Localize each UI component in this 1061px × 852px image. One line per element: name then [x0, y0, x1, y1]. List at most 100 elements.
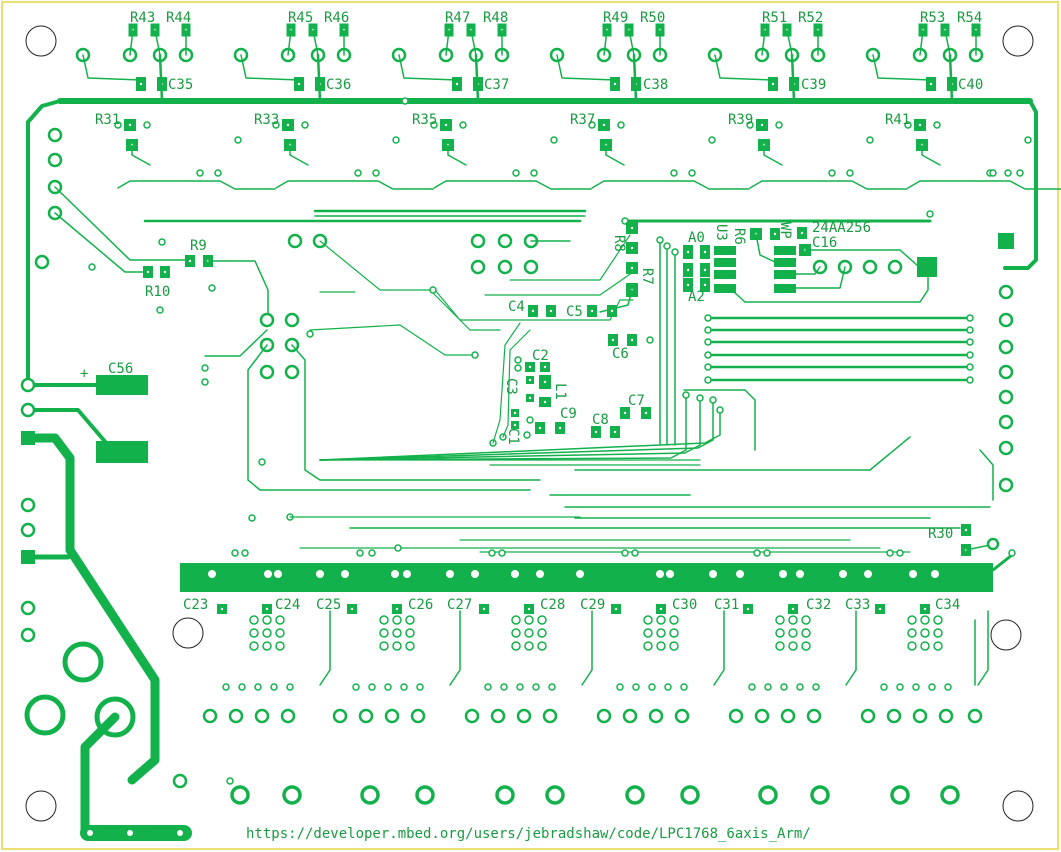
- via: [716, 406, 724, 414]
- trace: [632, 53, 638, 103]
- via: [780, 683, 788, 691]
- via: [214, 169, 222, 177]
- through-hole-pad: [20, 402, 36, 418]
- trace: [312, 29, 319, 56]
- through-hole-pad: [654, 568, 666, 580]
- component-label: C7: [628, 393, 645, 409]
- via: [372, 169, 380, 177]
- through-hole-pad: [405, 628, 415, 638]
- pad-hole: [139, 82, 143, 86]
- through-hole-pad: [85, 828, 95, 838]
- through-hole-pad: [933, 628, 943, 638]
- via: [416, 683, 424, 691]
- via: [156, 306, 164, 314]
- through-hole-pad: [862, 568, 874, 580]
- trace: [872, 54, 932, 81]
- through-hole-pad: [648, 708, 664, 724]
- trace: [447, 144, 467, 166]
- through-hole-pad: [495, 785, 515, 805]
- component-label: C29: [580, 597, 605, 613]
- through-hole-pad: [674, 708, 690, 724]
- via: [1024, 136, 1032, 144]
- trace: [319, 409, 721, 461]
- through-hole-pad: [20, 497, 36, 513]
- pad-hole: [800, 231, 804, 235]
- via: [616, 683, 624, 691]
- component-label: R47: [445, 10, 470, 26]
- through-hole-pad: [125, 828, 135, 838]
- component-label: C24: [275, 597, 300, 613]
- via: [764, 683, 772, 691]
- component-label: C28: [540, 597, 565, 613]
- component-label: A2: [688, 289, 705, 305]
- pad-hole: [644, 411, 648, 415]
- through-hole-pad: [912, 708, 928, 724]
- via: [966, 326, 974, 334]
- pad-hole: [659, 607, 663, 611]
- through-hole-pad: [259, 364, 275, 380]
- through-hole-pad: [775, 615, 785, 625]
- via: [846, 169, 854, 177]
- via: [530, 169, 538, 177]
- pad-hole: [188, 259, 192, 263]
- component-label: R41: [885, 112, 910, 128]
- pad-hole: [760, 123, 764, 127]
- pad-hole: [163, 270, 167, 274]
- pad-hole: [513, 423, 517, 427]
- through-hole-pad: [490, 708, 506, 724]
- via: [352, 683, 360, 691]
- component-label: R9: [190, 238, 207, 254]
- through-hole-pad: [405, 641, 415, 651]
- ic-pin: [774, 284, 796, 293]
- trace: [287, 29, 292, 56]
- component-label: C2: [532, 348, 549, 364]
- via: [656, 236, 664, 244]
- through-hole-pad: [775, 628, 785, 638]
- through-hole-pad: [228, 708, 244, 724]
- through-hole-pad: [669, 615, 679, 625]
- trace: [291, 344, 541, 481]
- through-hole-pad: [998, 414, 1014, 430]
- through-hole-pad: [643, 641, 653, 651]
- through-hole-pad: [282, 785, 302, 805]
- through-hole-pad: [287, 233, 303, 249]
- via: [226, 777, 234, 785]
- through-hole-pad: [887, 259, 903, 275]
- ic-pin: [774, 270, 796, 279]
- through-hole-pad: [967, 708, 983, 724]
- ic-pin: [774, 258, 796, 267]
- pad-hole: [773, 232, 777, 236]
- via: [631, 549, 639, 557]
- smd-pad: [96, 375, 148, 395]
- via: [514, 356, 522, 364]
- via: [966, 351, 974, 359]
- via: [912, 683, 920, 691]
- via: [356, 549, 364, 557]
- via: [270, 683, 278, 691]
- pad-hole: [350, 607, 354, 611]
- via: [241, 549, 249, 557]
- pad-hole: [590, 309, 594, 313]
- trace: [556, 54, 616, 81]
- pad-hole: [964, 528, 968, 532]
- via: [866, 136, 874, 144]
- component-label: R45: [288, 10, 313, 26]
- pad-hole: [543, 365, 547, 369]
- via: [966, 314, 974, 322]
- component-label: 24AA256: [812, 220, 871, 236]
- component-label: C16: [812, 235, 837, 251]
- via: [272, 121, 280, 129]
- via: [1016, 169, 1024, 177]
- pad-hole: [527, 607, 531, 611]
- pad-hole: [531, 309, 535, 313]
- through-hole-pad: [444, 568, 456, 580]
- pad-hole: [929, 82, 933, 86]
- trace: [398, 54, 458, 81]
- component-label: C36: [326, 77, 351, 93]
- via: [812, 683, 820, 691]
- through-hole-pad: [254, 708, 270, 724]
- via: [114, 121, 122, 129]
- component-label: L1: [552, 383, 568, 400]
